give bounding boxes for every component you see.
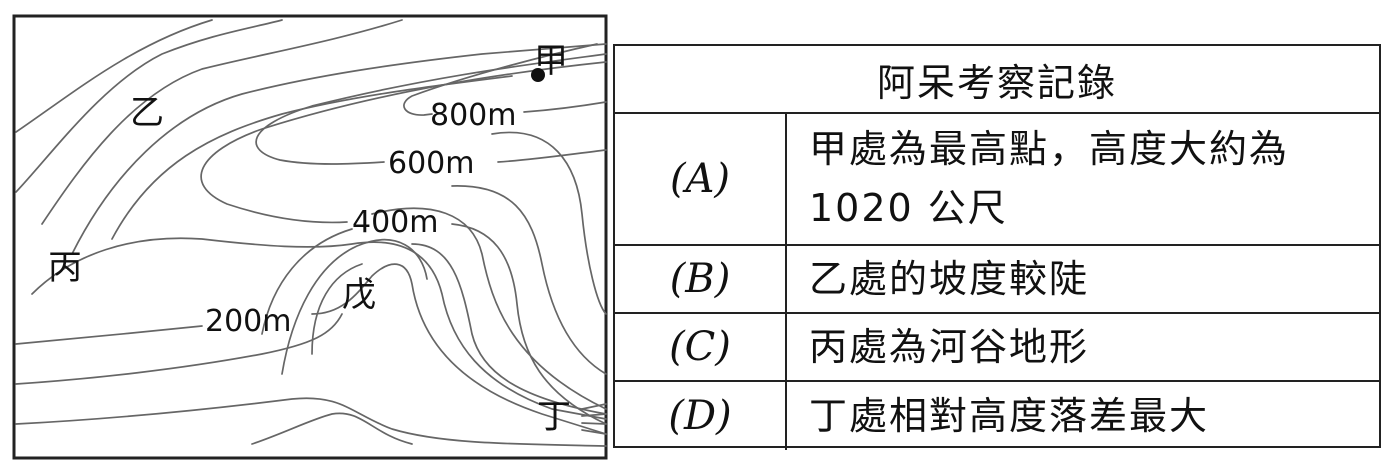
contour-line <box>581 429 607 435</box>
option-a-text: 甲處為最高點，高度大約為 1020 公尺 <box>787 114 1379 246</box>
contour-line <box>15 397 607 447</box>
contour-line <box>15 19 213 133</box>
contour-label-800m: 800m <box>430 98 516 133</box>
contour-map: 800m 600m 400m 200m 甲 乙 丙 戊 丁 <box>12 14 608 460</box>
contour-line <box>451 185 607 375</box>
contour-400m <box>200 61 607 224</box>
contour-line <box>71 43 607 255</box>
place-label-bing: 丙 <box>48 248 82 288</box>
contour-200m-tail <box>311 263 607 435</box>
contour-line <box>281 238 428 375</box>
contour-line <box>41 19 403 225</box>
contour-line <box>581 422 607 425</box>
contour-line <box>15 19 283 193</box>
contour-200m <box>15 325 203 345</box>
option-b-label: (B) <box>615 246 787 314</box>
place-label-ding: 丁 <box>537 397 571 437</box>
contour-line <box>31 237 607 420</box>
place-label-yi: 乙 <box>130 93 164 133</box>
contour-line <box>371 207 607 410</box>
contour-label-600m: 600m <box>388 146 474 181</box>
option-b-text: 乙處的坡度較陡 <box>787 246 1379 314</box>
contour-800m <box>403 43 598 116</box>
contour-600m-tail <box>497 149 607 163</box>
option-a-label: (A) <box>615 114 787 246</box>
contour-800m-tail <box>523 101 607 113</box>
place-label-jia: 甲 <box>534 41 568 81</box>
contour-line <box>411 243 607 415</box>
contour-line <box>581 413 607 417</box>
contour-line <box>311 263 363 355</box>
summit-point <box>531 68 545 82</box>
contour-line <box>261 228 353 335</box>
contour-line <box>15 313 343 385</box>
option-c-label: (C) <box>615 314 787 382</box>
contour-label-200m: 200m <box>205 304 291 339</box>
contour-line <box>111 75 513 240</box>
contour-line <box>581 403 607 410</box>
option-c-text: 丙處為河谷地形 <box>787 314 1379 382</box>
contour-600m <box>255 53 607 165</box>
contour-400m-tail <box>451 223 607 425</box>
contour-line <box>251 412 413 445</box>
table-title: 阿呆考察記錄 <box>615 46 1379 114</box>
map-frame <box>12 14 608 460</box>
record-table: 阿呆考察記錄 (A) 甲處為最高點，高度大約為 1020 公尺 (B) 乙處的坡… <box>613 44 1381 450</box>
option-d-text: 丁處相對高度落差最大 <box>809 393 1210 438</box>
option-d-label: (D) <box>615 382 787 450</box>
contour-line <box>491 131 607 315</box>
contour-label-400m: 400m <box>352 205 438 240</box>
place-label-wu: 戊 <box>342 275 376 315</box>
